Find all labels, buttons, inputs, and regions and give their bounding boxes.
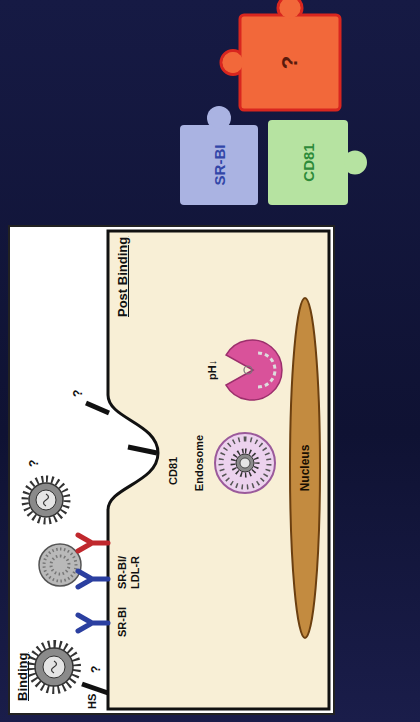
cell-membrane: [108, 231, 329, 709]
receptor-label: SR-BI/ LDL-R: [116, 543, 141, 589]
endosome: Endosome: [193, 428, 283, 498]
node-text: SR-BI: [211, 145, 228, 186]
section-title: Post Binding: [116, 237, 131, 317]
puzzle-area: SR-BI CD81?: [170, 5, 395, 215]
unknown-receptor: [86, 403, 109, 413]
endosome-receptors: [221, 439, 269, 487]
receptor-label: CD81: [167, 457, 180, 485]
acidic-vesicle: [226, 340, 282, 400]
piece-body: [240, 15, 340, 110]
cd81-receptor: [128, 447, 157, 453]
virus-particle: [233, 451, 257, 475]
panel-frame: Endosome NucleusBindingHS? SR-BI SR-BI/ LDL…: [8, 225, 335, 715]
virus-genome: [240, 458, 250, 468]
endosome-membrane: [215, 433, 275, 493]
piece-knob-fill: [223, 52, 244, 73]
node-text: Nucleus: [298, 445, 312, 492]
receptor-label: HS: [86, 694, 99, 709]
node-text: CD81: [300, 143, 317, 181]
lipoviroparticle: [39, 544, 81, 586]
unknown-mark: ?: [28, 460, 42, 467]
virus-particle: [31, 644, 77, 690]
section-title: Binding: [16, 653, 31, 701]
nucleus: Nucleus: [290, 298, 320, 638]
figure-panel: Endosome NucleusBindingHS? SR-BI SR-BI/ LDL…: [8, 225, 335, 715]
puzzle-frame: SR-BI CD81?: [170, 5, 395, 215]
puzzle-piece: SR-BI: [180, 125, 258, 205]
piece-knob-fill: [280, 0, 301, 18]
virus-core: [236, 454, 254, 472]
ph-label: pH↓: [206, 360, 219, 380]
piece-knob-fill: [209, 108, 230, 129]
hs-receptor: [82, 684, 108, 693]
virus-particle: [25, 479, 67, 521]
puzzle-piece: ?: [240, 15, 340, 110]
puzzle-piece: CD81: [268, 120, 348, 205]
node-text: ?: [277, 56, 303, 69]
unknown-mark: ?: [90, 666, 104, 673]
endosome-shape: [193, 428, 283, 498]
piece-body: [268, 120, 348, 205]
piece-body: [180, 125, 258, 205]
ldlr-receptor: [78, 535, 108, 551]
nucleus-outline: [290, 298, 320, 638]
srbi-receptor: [78, 615, 108, 631]
receptor-label: SR-BI: [116, 607, 129, 637]
piece-knob-fill: [345, 152, 366, 173]
node-text: Endosome: [193, 428, 205, 498]
srbi-receptor: [78, 571, 108, 587]
unknown-mark: ?: [72, 390, 86, 397]
